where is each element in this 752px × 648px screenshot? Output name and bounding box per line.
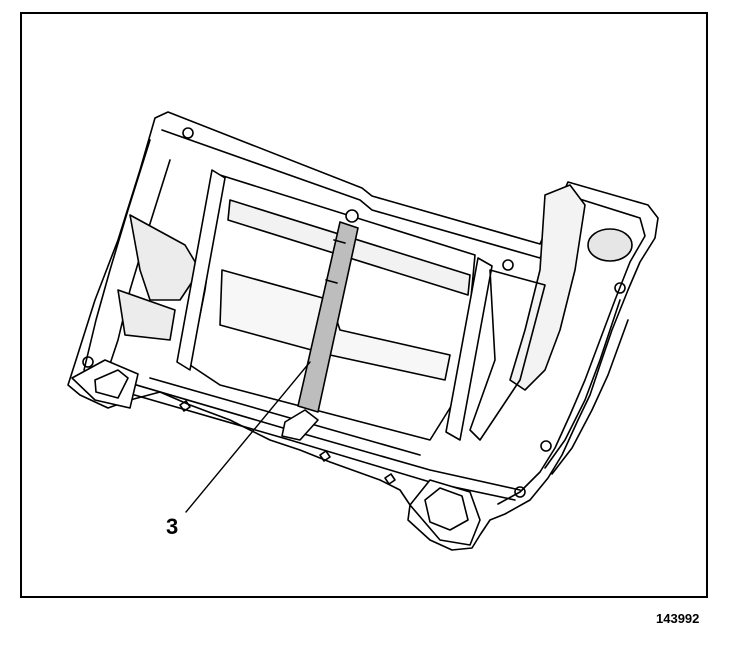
front-rail-3	[149, 377, 421, 456]
housing-outline	[67, 111, 659, 551]
hinge-left-slot	[94, 369, 129, 399]
left-cavity	[129, 214, 201, 301]
callout-leader	[185, 361, 311, 513]
left-wall	[83, 139, 151, 371]
left-cavity-lower	[117, 289, 176, 341]
screw-boss	[540, 440, 552, 452]
right-tower-front	[469, 269, 546, 441]
left-wall-inner	[107, 159, 171, 371]
strut-top-mount	[345, 209, 359, 223]
screw-boss	[502, 259, 514, 271]
clip	[179, 400, 191, 412]
housing-inner-rim	[161, 129, 646, 505]
rib-left	[176, 169, 226, 371]
front-rail	[91, 371, 521, 491]
clip	[384, 473, 396, 485]
strut-cylinder	[297, 221, 359, 413]
screw-boss	[614, 282, 626, 294]
figure-number: 143992	[656, 611, 700, 626]
rib-right	[445, 257, 493, 441]
hinge-left	[71, 359, 139, 409]
screw-boss	[182, 127, 194, 139]
hinge-right-slot	[424, 487, 469, 531]
strut-rod	[325, 239, 346, 284]
right-wall-lines	[544, 299, 629, 475]
strut-bottom-mount	[281, 409, 319, 441]
callout-label: 3	[166, 514, 179, 539]
right-tower	[509, 184, 586, 391]
screw-boss	[82, 356, 94, 368]
clip	[319, 450, 331, 462]
right-tower-hole	[587, 228, 633, 262]
screw-boss	[514, 486, 526, 498]
front-rail-2	[99, 384, 516, 501]
